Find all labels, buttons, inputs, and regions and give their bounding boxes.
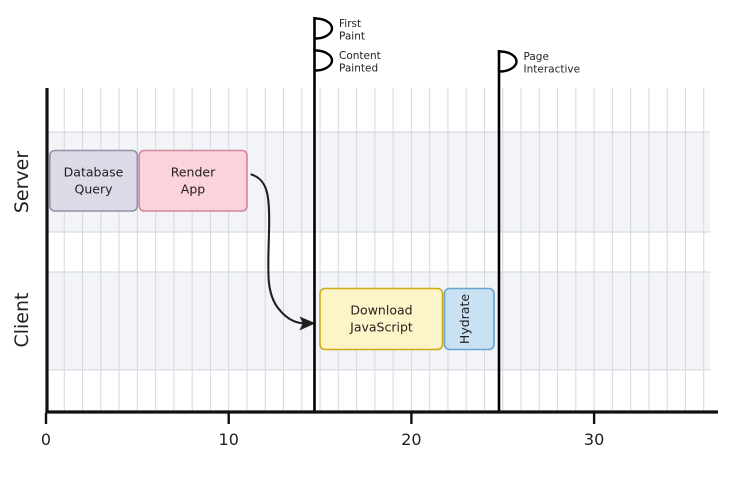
vertical-gridlines: [63, 88, 705, 411]
bar-download-javascript[interactable]: Download JavaScript: [319, 287, 444, 351]
bar-render-app-rect[interactable]: [138, 149, 248, 212]
bar-database-query-label-line1: Database: [64, 165, 124, 180]
x-tick-label-10: 10: [219, 430, 239, 449]
bar-database-query-label-line2: Query: [75, 182, 114, 197]
bar-download-javascript-label-line2: JavaScript: [349, 320, 413, 335]
bar-hydrate[interactable]: Hydrate: [443, 287, 495, 351]
markers: First Paint Content Painted Page Interac…: [313, 17, 581, 412]
axes: [44, 88, 718, 424]
bar-render-app-label-line2: App: [181, 182, 205, 197]
x-tick-label-0: 0: [41, 430, 51, 449]
marker-first-paint-label-line1: First: [339, 18, 361, 30]
x-tick-label-30: 30: [584, 430, 604, 449]
lane-label-client: Client: [11, 292, 33, 347]
x-tick-label-20: 20: [401, 430, 421, 449]
bar-hydrate-rect[interactable]: [443, 287, 495, 351]
flag-icon: [498, 50, 518, 73]
bar-render-app-label-line1: Render: [171, 165, 216, 180]
marker-page-interactive-label-line2: Interactive: [524, 64, 581, 76]
handoff-arrow: [250, 173, 316, 331]
marker-content-painted-label-line1: Content: [339, 50, 381, 62]
bars: Database Query Render App Download JavaS…: [48, 149, 495, 351]
bar-download-javascript-label-line1: Download: [350, 303, 412, 318]
flag-icon: [314, 17, 334, 40]
marker-first-paint[interactable]: First Paint: [313, 17, 365, 412]
flag-icon: [314, 49, 334, 72]
x-axis-ticks: [44, 413, 596, 424]
lane-label-server: Server: [11, 151, 33, 213]
marker-page-interactive-label-line1: Page: [524, 51, 549, 63]
bar-download-javascript-rect[interactable]: [319, 287, 444, 351]
lane-labels: Server Client: [11, 151, 33, 348]
bar-database-query-rect[interactable]: [48, 149, 139, 212]
marker-first-paint-label-line2: Paint: [339, 31, 365, 43]
bar-hydrate-label: Hydrate: [457, 294, 472, 344]
marker-content-painted[interactable]: Content Painted: [314, 49, 381, 75]
bar-database-query[interactable]: Database Query: [48, 149, 139, 212]
marker-content-painted-label-line2: Painted: [339, 63, 378, 75]
marker-page-interactive[interactable]: Page Interactive: [497, 50, 581, 412]
x-tick-labels: 0 10 20 30: [41, 430, 604, 449]
bar-render-app[interactable]: Render App: [138, 149, 248, 212]
